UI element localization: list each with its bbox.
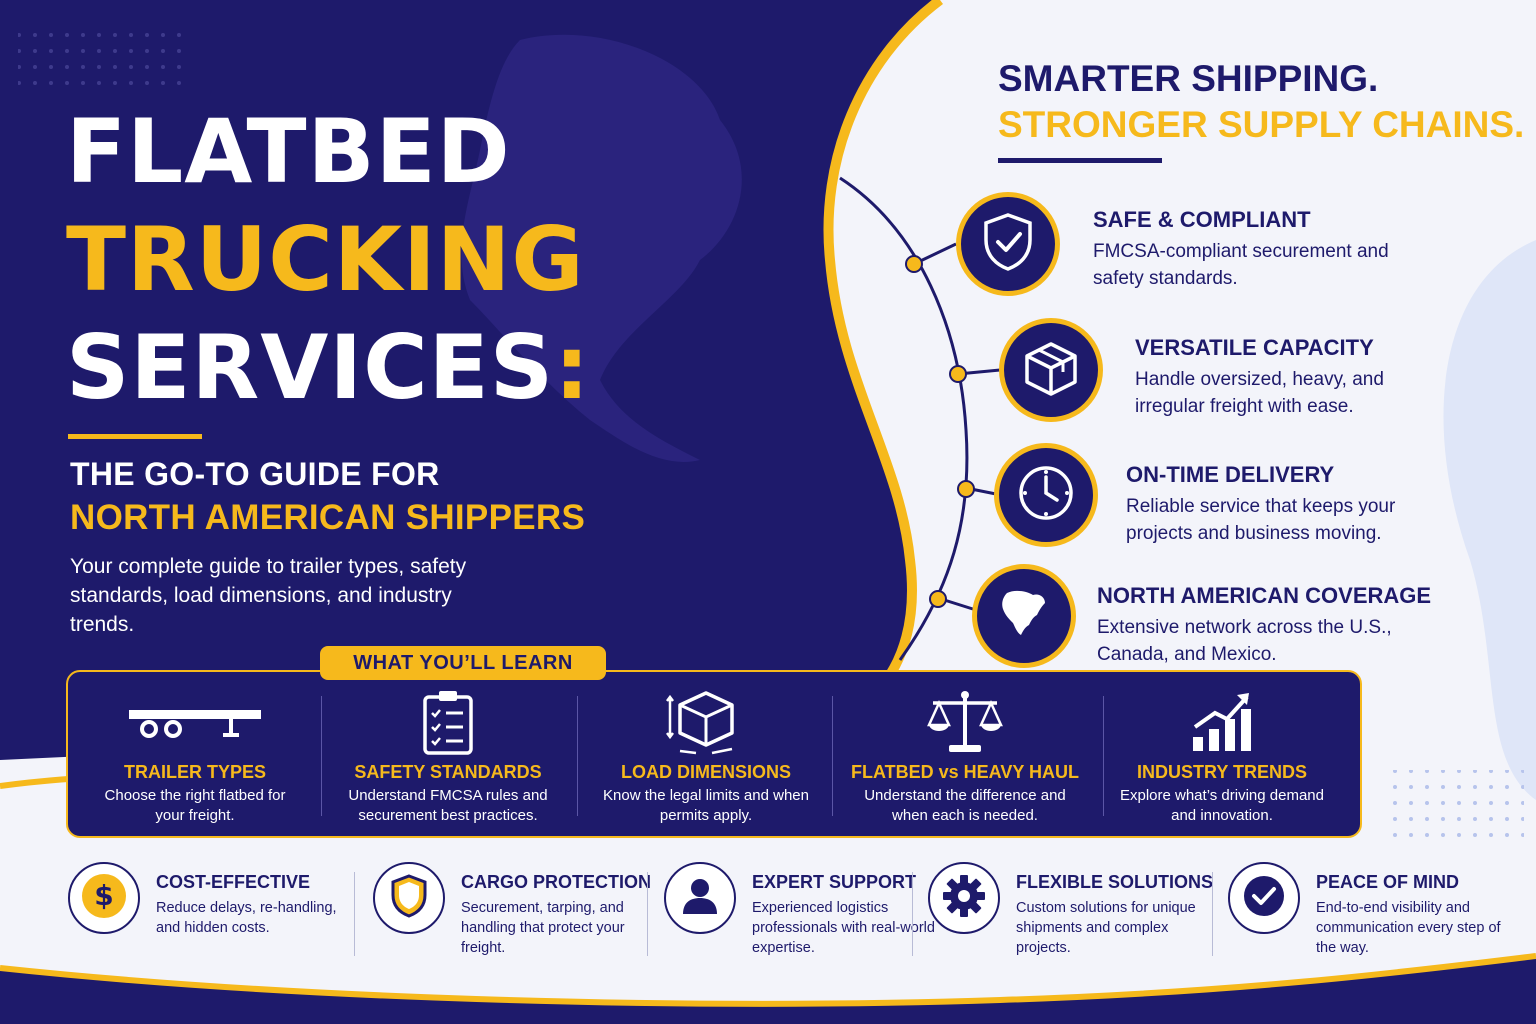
feature-icon-circle xyxy=(972,564,1076,668)
feature-connector-dot xyxy=(905,255,923,273)
box-icon xyxy=(1021,338,1081,403)
learn-item-title: FLATBED vs HEAVY HAUL xyxy=(850,762,1080,782)
feature-title: NORTH AMERICAN COVERAGE xyxy=(1097,583,1432,608)
hero-accent-bar xyxy=(68,434,202,439)
hero-title-line-2: TRUCKING xyxy=(66,208,585,311)
dollar-icon: $ xyxy=(80,872,128,925)
feature-desc: Handle oversized, heavy, and irregular f… xyxy=(1135,369,1384,417)
hero-title-line-1: FLATBED xyxy=(66,100,511,203)
learn-item-title: INDUSTRY TRENDS xyxy=(1136,762,1307,782)
feature-connector-dot xyxy=(929,590,947,608)
hero-title-colon: : xyxy=(554,316,591,419)
box-dimensions-icon xyxy=(666,687,746,762)
shield-icon xyxy=(389,873,429,924)
learn-item: FLATBED vs HEAVY HAUL Understand the dif… xyxy=(850,680,1080,830)
benefit-item: $ COST-EFFECTIVE Reduce delays, re-handl… xyxy=(68,862,348,962)
hero-title: FLATBED TRUCKING SERVICES: xyxy=(66,98,590,422)
benefit-title: EXPERT SUPPORT xyxy=(752,872,917,892)
benefit-item: EXPERT SUPPORT Experienced logistics pro… xyxy=(664,862,935,962)
learn-item-desc: Explore what’s driving demand and innova… xyxy=(1119,787,1324,824)
learn-item-desc: Choose the right flatbed for your freigh… xyxy=(104,787,286,824)
hero-subtitle-1: THE GO-TO GUIDE FOR xyxy=(70,456,440,492)
learn-item: LOAD DIMENSIONS Know the legal limits an… xyxy=(596,680,816,830)
benefit-title: COST-EFFECTIVE xyxy=(156,872,311,892)
feature-desc: FMCSA-compliant securement and safety st… xyxy=(1093,241,1389,289)
learn-divider xyxy=(321,696,322,816)
learn-item: SAFETY STANDARDS Understand FMCSA rules … xyxy=(338,680,558,830)
benefit-item: FLEXIBLE SOLUTIONS Custom solutions for … xyxy=(928,862,1218,962)
feature-title: VERSATILE CAPACITY xyxy=(1135,335,1374,360)
right-heading-2: STRONGER SUPPLY CHAINS. xyxy=(998,104,1525,145)
learn-divider xyxy=(1103,696,1104,816)
benefit-desc: Securement, tarping, and handling that p… xyxy=(461,900,625,956)
learn-item: TRAILER TYPES Choose the right flatbed f… xyxy=(90,680,300,830)
feature-connector-dot xyxy=(949,365,967,383)
clock-icon xyxy=(1016,463,1076,528)
hero-subtitle-2: NORTH AMERICAN SHIPPERS xyxy=(70,498,586,537)
learn-divider xyxy=(832,696,833,816)
learn-item-title: TRAILER TYPES xyxy=(123,762,266,782)
benefit-title: CARGO PROTECTION xyxy=(461,872,652,892)
benefit-desc: End-to-end visibility and communication … xyxy=(1316,900,1501,956)
benefit-item: CARGO PROTECTION Securement, tarping, an… xyxy=(373,862,651,962)
shield-check-icon xyxy=(981,212,1035,277)
feature-icon-circle xyxy=(994,443,1098,547)
feature-desc: Reliable service that keeps your project… xyxy=(1126,496,1396,544)
feature-icon-circle xyxy=(956,192,1060,296)
benefit-title: FLEXIBLE SOLUTIONS xyxy=(1016,872,1214,892)
gear-icon xyxy=(942,874,986,923)
trailer-icon xyxy=(127,702,263,747)
learn-badge: WHAT YOU’LL LEARN xyxy=(320,646,606,680)
feature-icon-circle xyxy=(999,318,1103,422)
learn-item-desc: Understand the difference and when each … xyxy=(864,787,1066,824)
learn-item-title: LOAD DIMENSIONS xyxy=(620,762,791,782)
learn-item-desc: Know the legal limits and when permits a… xyxy=(603,787,809,824)
hero-title-line-3: SERVICES xyxy=(66,316,555,419)
right-heading-1: SMARTER SHIPPING. xyxy=(998,58,1379,99)
learn-item-title: SAFETY STANDARDS xyxy=(354,762,542,782)
clipboard-checklist-icon xyxy=(421,689,475,760)
benefit-desc: Reduce delays, re-handling, and hidden c… xyxy=(156,900,337,936)
benefit-desc: Experienced logistics professionals with… xyxy=(752,900,935,956)
trend-chart-icon xyxy=(1189,689,1255,760)
benefit-divider xyxy=(354,872,355,956)
hero-intro: Your complete guide to trailer types, sa… xyxy=(70,555,467,636)
benefit-item: PEACE OF MIND End-to-end visibility and … xyxy=(1228,862,1518,962)
feature-title: ON-TIME DELIVERY xyxy=(1126,462,1335,487)
benefit-title: PEACE OF MIND xyxy=(1316,872,1460,892)
feature-title: SAFE & COMPLIANT xyxy=(1093,207,1311,232)
check-circle-icon xyxy=(1241,873,1287,924)
benefit-desc: Custom solutions for unique shipments an… xyxy=(1016,900,1196,956)
learn-item-desc: Understand FMCSA rules and securement be… xyxy=(348,787,548,824)
feature-connector-dot xyxy=(957,480,975,498)
benefit-divider xyxy=(647,872,648,956)
benefit-divider xyxy=(912,872,913,956)
svg-text:$: $ xyxy=(94,879,113,912)
scale-icon xyxy=(925,689,1005,760)
learn-divider xyxy=(577,696,578,816)
benefit-divider xyxy=(1212,872,1213,956)
feature-desc: Extensive network across the U.S., Canad… xyxy=(1097,617,1392,665)
person-icon xyxy=(680,876,720,921)
map-icon xyxy=(993,583,1055,650)
learn-item: INDUSTRY TRENDS Explore what’s driving d… xyxy=(1110,680,1334,830)
